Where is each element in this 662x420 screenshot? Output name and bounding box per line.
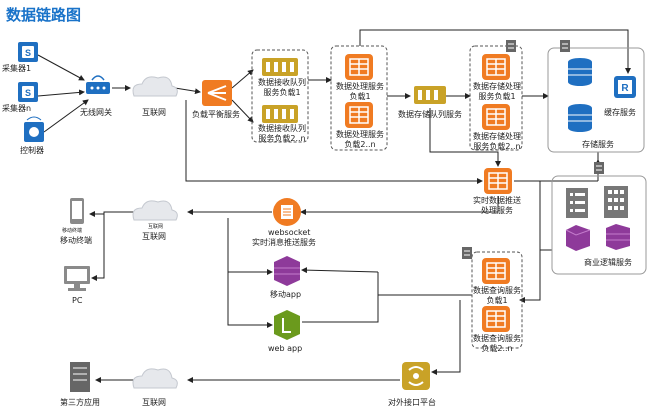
collector1-icon: S bbox=[18, 42, 38, 62]
server-badge-icon-1 bbox=[560, 40, 570, 52]
query-n-icon bbox=[482, 306, 510, 332]
business-label: 商业逻辑服务 bbox=[584, 258, 632, 267]
connector-controller-gateway bbox=[43, 99, 89, 133]
store-queue-icon bbox=[414, 86, 446, 104]
collector1-label: 采集器1 bbox=[2, 64, 32, 73]
connector-query-apps bbox=[302, 272, 379, 323]
connector-internet-lb bbox=[174, 87, 201, 95]
realtime-push-icon bbox=[484, 168, 512, 194]
proc-n-icon bbox=[345, 102, 373, 128]
query-1-label: 数据查询服务 负载1 bbox=[473, 286, 521, 305]
proc-n-label: 数据处理服务 负载2..n bbox=[336, 130, 384, 149]
mobile-terminal-icon bbox=[70, 198, 84, 224]
connector-realtime-websocket bbox=[300, 196, 499, 215]
recv-queue-n-label: 数据接收队列 服务负载2..n bbox=[258, 124, 306, 143]
business-group bbox=[551, 175, 647, 275]
websocket-icon bbox=[273, 198, 301, 226]
connector-ws-webapp bbox=[227, 272, 273, 328]
svg-text:S: S bbox=[25, 88, 31, 98]
recv-queue-n-icon bbox=[262, 105, 298, 123]
proc-group bbox=[330, 45, 388, 151]
connector-storequeue-realtime bbox=[429, 108, 501, 167]
query-n-label: 数据查询服务 负载2..n bbox=[473, 334, 521, 353]
internet-cloud-icon-2 bbox=[132, 200, 178, 221]
recv-queue-group bbox=[251, 49, 309, 143]
connectors bbox=[37, 29, 631, 383]
web-app-label: web app bbox=[268, 344, 303, 353]
connector-query-api bbox=[431, 300, 461, 375]
third-party-server-icon bbox=[70, 362, 90, 392]
connector-lb-recv1 bbox=[231, 69, 254, 89]
web-app-icon bbox=[274, 310, 300, 340]
store-proc-1-icon bbox=[482, 54, 510, 80]
pc-icon bbox=[64, 266, 90, 291]
realtime-msg-label: 实时消息推送服务 bbox=[252, 238, 316, 247]
business-purple-icon-1 bbox=[565, 225, 591, 251]
query-group bbox=[471, 251, 523, 349]
connector-internet2-pc bbox=[91, 212, 105, 281]
storage-group bbox=[547, 47, 645, 153]
collector-n-label: 采集器n bbox=[2, 104, 32, 113]
recv-queue-1-icon bbox=[262, 58, 298, 76]
connector-storage-query bbox=[519, 180, 541, 303]
third-party-label: 第三方应用 bbox=[60, 398, 100, 407]
business-list-icon-1 bbox=[566, 188, 588, 218]
internet-label-3: 互联网 bbox=[142, 398, 166, 407]
wireless-gateway-icon bbox=[86, 75, 110, 94]
mobile-terminal-label: 移动终端 bbox=[60, 236, 92, 245]
proc-1-icon bbox=[345, 54, 373, 80]
controller-label: 控制器 bbox=[20, 146, 44, 155]
pc-label: PC bbox=[72, 296, 83, 305]
recv-queue-1-label: 数据接收队列 服务负载1 bbox=[258, 78, 306, 97]
connector-lb-recvn bbox=[231, 99, 254, 123]
api-platform-icon bbox=[402, 362, 430, 390]
connector-proc-cache bbox=[359, 29, 631, 74]
connector-collectorn-gateway bbox=[37, 89, 85, 97]
store-proc-n-icon bbox=[482, 104, 510, 130]
internet-tiny-label-2: 互联网 bbox=[148, 224, 164, 230]
business-purple-icon-2 bbox=[606, 224, 630, 250]
server-badge-icon-2 bbox=[506, 40, 516, 52]
proc-1-label: 数据处理服务 负载1 bbox=[336, 82, 384, 101]
database-icon-1 bbox=[568, 58, 592, 86]
connector-query-mobileapp bbox=[301, 267, 379, 274]
websocket-label: websocket bbox=[268, 228, 311, 237]
store-proc-1-label: 数据存储处理 服务负载1 bbox=[473, 82, 521, 101]
mobile-app-icon bbox=[274, 256, 300, 286]
api-platform-label: 对外接口平台 bbox=[388, 398, 436, 407]
database-icon-2 bbox=[568, 104, 592, 132]
connector-lb-realtime bbox=[185, 100, 483, 184]
cache-service-label: 缓存服务 bbox=[604, 108, 636, 117]
load-balancer-icon bbox=[202, 80, 232, 106]
internet-label-2: 互联网 bbox=[142, 232, 166, 241]
server-badge-icon-3 bbox=[594, 162, 604, 174]
connector-collector1-gateway bbox=[37, 54, 85, 81]
business-building-icon bbox=[604, 186, 628, 218]
internet-cloud-icon-3 bbox=[132, 368, 178, 389]
storage-service-label: 存储服务 bbox=[582, 140, 614, 149]
page-title: 数据链路图 bbox=[6, 6, 82, 24]
mobile-app-label: 移动app bbox=[270, 290, 302, 299]
lb-service-label: 负载平衡服务 bbox=[192, 110, 240, 119]
store-proc-n-label: 数据存储处理 服务负载2..n bbox=[473, 132, 521, 151]
realtime-push-label: 实时数据推送 处理服务 bbox=[473, 196, 521, 215]
store-queue-label: 数据存储队列服务 bbox=[398, 110, 462, 119]
internet-cloud-icon-1 bbox=[132, 76, 178, 97]
store-proc-group bbox=[469, 45, 523, 151]
svg-text:R: R bbox=[621, 83, 629, 94]
connector-internet2-mobile bbox=[89, 211, 134, 217]
controller-icon bbox=[24, 116, 44, 142]
mobile-terminal-tiny-label: 移动终端 bbox=[62, 228, 83, 234]
cache-redis-icon: R bbox=[614, 76, 636, 98]
server-badge-icon-4 bbox=[462, 247, 472, 259]
internet-label-1: 互联网 bbox=[142, 108, 166, 117]
collector-n-icon: S bbox=[18, 82, 38, 102]
wireless-gateway-label: 无线网关 bbox=[80, 108, 112, 117]
svg-text:S: S bbox=[25, 48, 31, 58]
query-1-icon bbox=[482, 258, 510, 284]
